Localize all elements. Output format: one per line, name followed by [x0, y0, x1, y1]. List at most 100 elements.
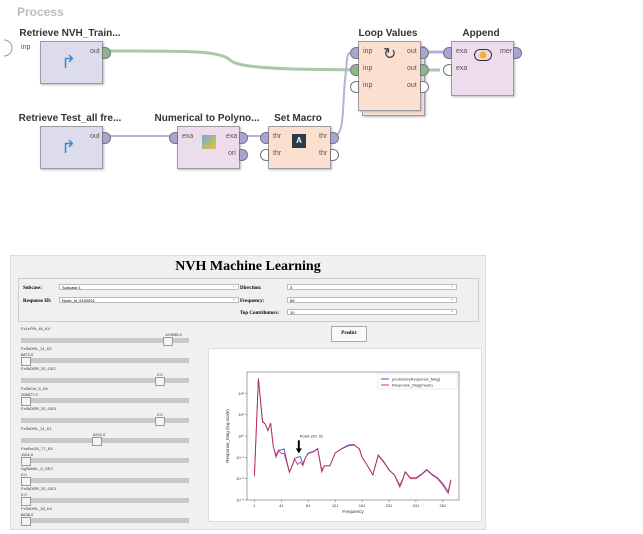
response-id-select[interactable]: Node_id_9100001 [59, 296, 239, 303]
slider-thumb[interactable] [21, 477, 31, 486]
slider-value: 1104.0 [21, 452, 33, 457]
port-label: exa [456, 65, 468, 72]
annotation-label: Point: (67, 0) [300, 433, 324, 438]
node-label: Loop Values [358, 28, 418, 39]
slider-thumb[interactable] [163, 337, 174, 346]
node-label: Append [462, 28, 500, 39]
slider-thumb[interactable] [21, 517, 31, 526]
slider-track[interactable] [21, 397, 189, 406]
slider-value: 8872.0 [21, 352, 34, 357]
legend-label: prediction(Response_Mag) [392, 377, 441, 382]
slider-track[interactable] [21, 357, 189, 366]
legend-box [377, 373, 458, 390]
slider-track[interactable] [21, 457, 189, 466]
loop-icon: ↻ [383, 46, 397, 63]
y-tick-label: 10⁰ [238, 434, 244, 439]
output-port[interactable] [513, 47, 522, 59]
frequency-label: Frequency: [240, 299, 265, 304]
y-tick-label: 10¹ [238, 412, 244, 417]
slider-label: FxSkCst_5_K6 [21, 386, 48, 391]
slider-value: 123955.0 [165, 332, 182, 337]
top-contributors-select[interactable]: 10 [287, 308, 457, 315]
port-label: exa [182, 133, 194, 140]
predict-button[interactable]: Predict [331, 326, 367, 342]
slider-track[interactable] [21, 417, 189, 426]
output-port[interactable] [420, 81, 429, 93]
process-input-port[interactable] [3, 39, 13, 57]
slider-track[interactable] [21, 437, 189, 446]
input-port[interactable] [260, 149, 269, 161]
slider-track[interactable] [21, 477, 189, 486]
node-append[interactable]: exa exa mer [443, 41, 522, 96]
output-port[interactable] [102, 132, 111, 144]
slider-group: FxxEnrZA_77_K5 1104.0 [21, 446, 191, 466]
slider-group: FxSkDRL_11_K1 6202.0 [21, 426, 191, 446]
slider-thumb[interactable] [21, 397, 31, 406]
slider-thumb[interactable] [21, 497, 31, 506]
slider-thumb[interactable] [92, 437, 103, 446]
slider-thumb[interactable] [21, 357, 31, 366]
input-port[interactable] [443, 47, 452, 59]
node-numerical-to-polynominal[interactable]: exa exa ori [169, 126, 248, 169]
slider-group: FxSkDRR_20_GE2 0.0 [21, 366, 191, 386]
response-id-label: Response ID: [23, 299, 52, 304]
port-label: out [407, 48, 417, 55]
port-label: inp [363, 48, 373, 55]
x-tick-label: 81 [306, 503, 311, 508]
append-icon [474, 49, 492, 61]
output-port[interactable] [102, 47, 111, 59]
direction-select[interactable]: 3 [287, 283, 457, 290]
port-label: out [90, 48, 100, 55]
port-label: inp [363, 82, 373, 89]
y-axis-label: Response_Mag (log scale) [225, 409, 230, 463]
input-port[interactable] [260, 132, 269, 144]
output-port[interactable] [239, 132, 248, 144]
y-tick-label: 10⁻¹ [236, 455, 245, 460]
slider-thumb[interactable] [21, 457, 31, 466]
retrieve-icon: ↱ [61, 52, 77, 72]
slider-value: 0.0 [21, 492, 27, 497]
output-port[interactable] [239, 149, 248, 161]
slider-label: FxSkDRL_11_K2 [21, 346, 52, 351]
slider-thumb[interactable] [155, 417, 166, 426]
process-title: Process [17, 5, 64, 19]
port-label: thr [273, 150, 282, 157]
slider-thumb[interactable] [155, 377, 166, 386]
slider-group: FxSkDRL_11_K2 8872.0 [21, 346, 191, 366]
annotation-arrow-head [295, 448, 302, 454]
series-line-1 [253, 378, 452, 495]
slider-track[interactable] [21, 497, 189, 506]
port-label: out [90, 133, 100, 140]
output-port[interactable] [330, 149, 339, 161]
slider-group: FxSkCst_5_K6 208877.0 [21, 386, 191, 406]
node-set-macro[interactable]: thr thr A thr thr [260, 126, 339, 169]
subcase-select[interactable]: Subcase 1 [59, 283, 239, 290]
input-port[interactable] [350, 64, 359, 76]
slider-group: FxSkDRR_20_GE5 0.0 [21, 406, 191, 426]
node-retrieve-train[interactable]: ↱ out [40, 41, 111, 84]
port-label: exa [456, 48, 468, 55]
x-tick-label: 41 [279, 503, 284, 508]
slider-group: FxSkDRL_30_K4 8638.0 [21, 506, 191, 526]
port-label: ori [228, 150, 236, 157]
slider-label: FxxEnrZA_77_K5 [21, 446, 53, 451]
input-port[interactable] [169, 132, 178, 144]
output-port[interactable] [330, 132, 339, 144]
input-port[interactable] [443, 64, 452, 76]
node-loop-values[interactable]: inp inp inp ↻ out out out [350, 41, 429, 111]
slider-track[interactable] [21, 517, 189, 526]
nvh-app-window: NVH Machine Learning Subcase: Subcase 1 … [10, 255, 486, 530]
slider-track[interactable] [21, 337, 189, 346]
slider-group: FxSkDRR_20_GE3 0.0 [21, 486, 191, 506]
slider-track[interactable] [21, 377, 189, 386]
output-port[interactable] [420, 47, 429, 59]
output-port[interactable] [420, 64, 429, 76]
input-port[interactable] [350, 81, 359, 93]
frequency-select[interactable]: 69 [287, 296, 457, 303]
node-retrieve-test[interactable]: ↱ out [40, 126, 111, 169]
x-axis-label: Frequency [342, 509, 364, 514]
slider-label: SgSkMkL_0_GE2 [21, 466, 53, 471]
input-port[interactable] [350, 47, 359, 59]
slider-group: SgSkMkL_0_GE2 0.0 [21, 466, 191, 486]
slider-label: FxSkDRL_30_K4 [21, 506, 52, 511]
